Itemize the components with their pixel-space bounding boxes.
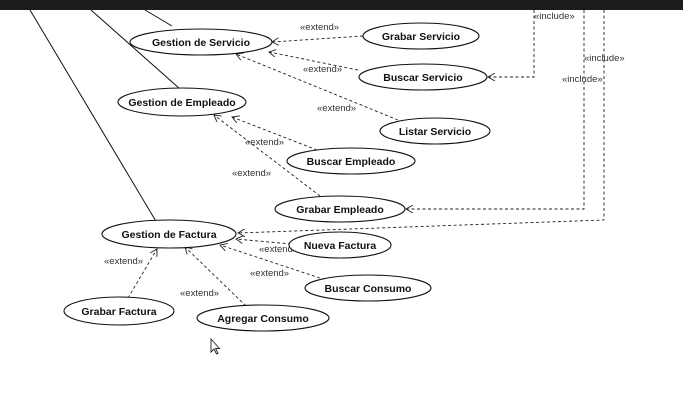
use-case-label: Buscar Servicio xyxy=(383,72,462,84)
use-case-label: Grabar Factura xyxy=(81,306,156,318)
use-case-grabar-empleado[interactable]: Grabar Empleado xyxy=(274,195,406,223)
use-case-buscar-consumo[interactable]: Buscar Consumo xyxy=(304,274,432,302)
use-case-listar-servicio[interactable]: Listar Servicio xyxy=(379,117,491,145)
include-buscar-servicio: «include» xyxy=(488,10,575,77)
use-case-buscar-empleado[interactable]: Buscar Empleado xyxy=(286,147,416,175)
extend-nueva-factura: «extend» xyxy=(236,239,298,255)
use-case-label: Gestion de Empleado xyxy=(128,97,235,109)
use-case-label: Grabar Servicio xyxy=(382,31,460,43)
extend-agregar-consumo: «extend» xyxy=(180,247,247,307)
extend-label: «extend» xyxy=(300,22,339,33)
extend-label: «extend» xyxy=(250,268,289,279)
extend-buscar-servicio: «extend» xyxy=(269,52,359,75)
use-case-label: Buscar Consumo xyxy=(325,283,412,295)
use-case-label: Agregar Consumo xyxy=(217,313,309,325)
extend-label: «extend» xyxy=(180,288,219,299)
use-case-label: Listar Servicio xyxy=(399,126,471,138)
use-case-label: Buscar Empleado xyxy=(307,156,396,168)
use-case-gestion-de-empleado[interactable]: Gestion de Empleado xyxy=(117,87,247,117)
use-case-gestion-de-factura[interactable]: Gestion de Factura xyxy=(101,219,237,249)
use-case-agregar-consumo[interactable]: Agregar Consumo xyxy=(196,304,330,332)
association-line-empleado xyxy=(90,9,181,90)
association-line-servicio xyxy=(144,9,173,27)
use-case-label: Nueva Factura xyxy=(304,240,377,252)
include-nueva-factura: «include» xyxy=(238,10,605,233)
extend-label: «extend» xyxy=(104,256,143,267)
use-case-gestion-de-servicio[interactable]: Gestion de Servicio xyxy=(129,28,273,56)
include-grabar-empleado: «include» xyxy=(406,10,625,209)
include-label: «include» xyxy=(534,11,575,22)
extend-label: «extend» xyxy=(303,64,342,75)
extend-label: «extend» xyxy=(245,137,284,148)
extend-listar-servicio: «extend» xyxy=(236,54,399,121)
use-case-nueva-factura[interactable]: Nueva Factura xyxy=(288,231,392,259)
use-case-buscar-servicio[interactable]: Buscar Servicio xyxy=(358,63,488,91)
extend-label: «extend» xyxy=(232,168,271,179)
extend-buscar-empleado: «extend» xyxy=(232,117,318,151)
mouse-pointer-icon xyxy=(210,337,221,355)
use-case-label: Gestion de Factura xyxy=(121,229,216,241)
extend-grabar-empleado: «extend» xyxy=(214,115,321,197)
extend-grabar-factura: «extend» xyxy=(104,249,157,299)
include-label: «include» xyxy=(562,74,603,85)
extend-grabar-servicio: «extend» xyxy=(272,22,364,42)
extend-label: «extend» xyxy=(317,103,356,114)
use-case-label: Gestion de Servicio xyxy=(152,37,250,49)
use-case-label: Grabar Empleado xyxy=(296,204,384,216)
window-top-bar xyxy=(0,0,683,10)
include-label: «include» xyxy=(584,53,625,64)
extend-label: «extend» xyxy=(259,244,298,255)
extend-buscar-consumo: «extend» xyxy=(220,245,321,279)
use-case-grabar-factura[interactable]: Grabar Factura xyxy=(63,296,175,326)
use-case-grabar-servicio[interactable]: Grabar Servicio xyxy=(362,22,480,50)
association-line-factura xyxy=(29,9,158,224)
